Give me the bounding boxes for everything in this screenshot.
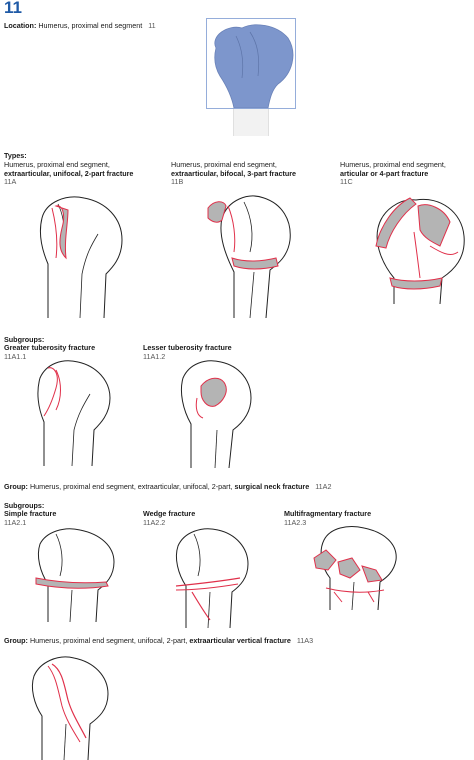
group3-label: Group:: [4, 636, 28, 645]
bone-11a3-illustration: [31, 656, 109, 760]
subgroup-11a2-2-caption: Wedge fracture 11A2.2: [143, 509, 196, 527]
type-line: Humerus, proximal end segment,: [4, 160, 110, 169]
group3-code: 11A3: [296, 636, 314, 645]
group2-label: Group:: [4, 482, 28, 491]
subgroup-11a1-1-caption: Greater tuberosity fracture 11A1.1: [4, 343, 96, 361]
subgroup-code: 11A2.3: [284, 517, 307, 527]
location-line: Location: Humerus, proximal end segment …: [4, 21, 156, 31]
types-heading: Types:: [4, 151, 27, 160]
bone-11a2-1-illustration: [35, 528, 115, 623]
subgroup-11a2-3-caption: Multifragmentary fracture 11A2.3: [284, 509, 372, 527]
group2-line: Group: Humerus, proximal end segment, ex…: [4, 482, 332, 492]
type-11a-caption: Humerus, proximal end segment, extraarti…: [4, 160, 134, 187]
type-bold: articular or 4-part fracture: [340, 168, 429, 178]
subgroup-code: 11A1.2: [143, 351, 166, 361]
subgroup-code: 11A1.1: [4, 351, 27, 361]
subgroup-title: Simple fracture: [4, 509, 57, 518]
type-code: 11C: [340, 177, 353, 187]
bone-11a2-3-illustration: [313, 526, 397, 611]
subgroups1-heading: Subgroups:: [4, 335, 45, 344]
group3-line: Group: Humerus, proximal end segment, un…: [4, 636, 314, 646]
group3-text: Humerus, proximal end segment, unifocal,…: [29, 636, 188, 645]
type-bold: extraarticular, unifocal, 2-part fractur…: [4, 168, 134, 178]
bone-11b-illustration: [207, 195, 291, 319]
subgroup-code: 11A2.1: [4, 517, 27, 527]
subgroups2-heading: Subgroups:: [4, 501, 45, 510]
subgroup-title: Greater tuberosity fracture: [4, 343, 96, 352]
subgroup-title: Wedge fracture: [143, 509, 196, 518]
bone-11a2-2-illustration: [175, 528, 249, 629]
type-code: 11B: [171, 177, 184, 187]
group2-text: Humerus, proximal end segment, extraarti…: [29, 482, 233, 491]
bone-11c-illustration: [375, 197, 465, 305]
bone-11a1-2-illustration: [180, 360, 252, 469]
subgroup-title: Multifragmentary fracture: [284, 509, 372, 518]
type-bold: extraarticular, bifocal, 3-part fracture: [171, 168, 297, 178]
subgroup-title: Lesser tuberosity fracture: [143, 343, 232, 352]
chapter-number: 11: [4, 0, 22, 17]
type-11b-caption: Humerus, proximal end segment, extraarti…: [171, 160, 297, 187]
group2-bold: surgical neck fracture: [234, 482, 310, 491]
location-code: 11: [148, 21, 156, 30]
location-text: Humerus, proximal end segment: [38, 21, 143, 30]
bone-11a-illustration: [39, 196, 123, 319]
location-label: Location:: [4, 21, 37, 30]
location-bone-illustration: [206, 18, 296, 136]
type-line: Humerus, proximal end segment,: [340, 160, 446, 169]
type-line: Humerus, proximal end segment,: [171, 160, 277, 169]
group3-bold: extraarticular vertical fracture: [189, 636, 291, 645]
bone-11a1-1-illustration: [37, 360, 111, 467]
subgroup-11a2-1-caption: Simple fracture 11A2.1: [4, 509, 57, 527]
subgroup-code: 11A2.2: [143, 517, 166, 527]
group2-code: 11A2: [315, 482, 332, 491]
subgroup-11a1-2-caption: Lesser tuberosity fracture 11A1.2: [143, 343, 232, 361]
type-11c-caption: Humerus, proximal end segment, articular…: [340, 160, 446, 187]
type-code: 11A: [4, 177, 17, 187]
